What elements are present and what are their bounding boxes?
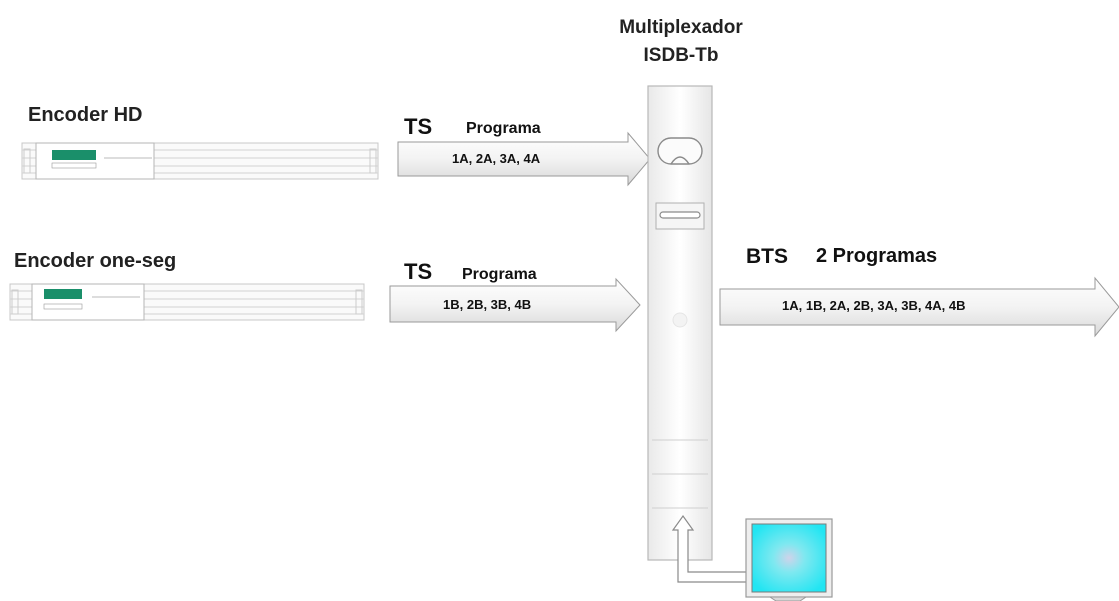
ts-one-seg-arrow <box>389 277 641 333</box>
encoder-one-seg-label: Encoder one-seg <box>14 250 177 272</box>
ts-hd-tag: TS <box>404 114 433 139</box>
ts-hd-content: 1A, 2A, 3A, 4A <box>452 151 541 166</box>
bts-content: 1A, 1B, 2A, 2B, 3A, 3B, 4A, 4B <box>782 298 966 313</box>
monitor-screen <box>751 523 827 593</box>
ts-one-seg-title: Programa <box>462 266 537 283</box>
monitor-device <box>745 518 833 601</box>
multiplexer-title: Multiplexador ISDB-Tb <box>596 14 766 70</box>
ts-one-seg-content: 1B, 2B, 3B, 4B <box>443 297 532 312</box>
multiplexer-title-line1: Multiplexador <box>619 17 743 38</box>
encoder-hd-label: Encoder HD <box>28 104 143 126</box>
bts-title: 2 Programas <box>816 245 938 267</box>
encoder-hd-device <box>21 142 379 180</box>
bts-output-arrow <box>719 276 1119 338</box>
ts-one-seg-tag: TS <box>404 259 433 284</box>
bts-tag: BTS <box>746 245 788 268</box>
ts-hd-arrow <box>397 131 651 187</box>
encoder-one-seg-display <box>44 289 82 299</box>
multiplexer-title-line2: ISDB-Tb <box>643 45 719 66</box>
ts-hd-title: Programa <box>466 120 541 137</box>
encoder-hd-display <box>52 150 96 160</box>
mux-handle <box>657 137 703 165</box>
encoder-one-seg-device <box>9 283 365 321</box>
multiplexer-device <box>647 85 713 561</box>
